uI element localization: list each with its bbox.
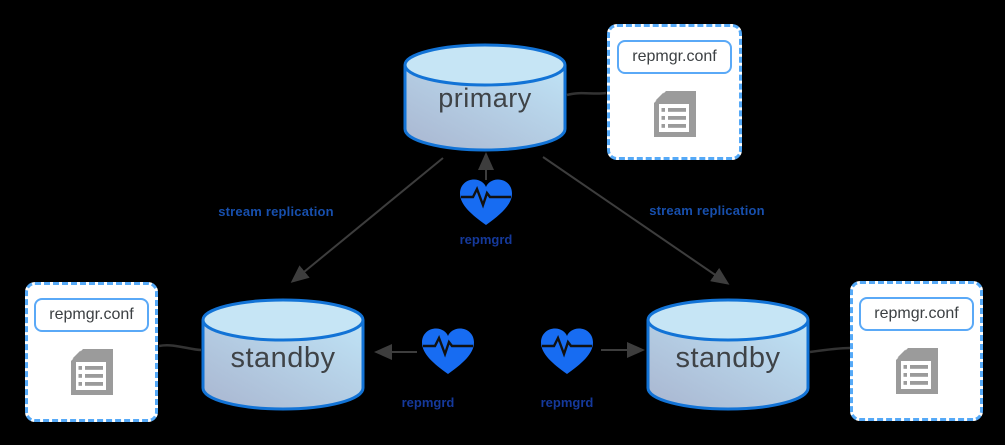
primary-db-node: primary	[403, 43, 567, 153]
heartbeat-heart-icon	[460, 179, 512, 225]
repmgrd-primary-label: repmgrd	[459, 232, 513, 247]
database-cylinder-icon	[403, 43, 567, 152]
repmgrd-right-label: repmgrd	[540, 395, 594, 410]
config-file-list-icon	[653, 91, 696, 137]
heartbeat-heart-icon	[541, 328, 593, 374]
connector-config-to-left-standby	[158, 344, 202, 352]
config-file-label: repmgr.conf	[859, 297, 974, 331]
standby-right-node-label: standby	[675, 342, 781, 374]
stream-replication-left-label: stream replication	[218, 204, 334, 219]
standby-left-node-label: standby	[230, 342, 336, 374]
stream-replication-right-label: stream replication	[649, 203, 765, 218]
config-file-label: repmgr.conf	[34, 298, 149, 332]
config-file-list-icon	[895, 348, 938, 394]
arrow-primary-to-right-standby	[542, 156, 730, 285]
standby-right-db-node: standby	[646, 298, 810, 412]
repmgrd-primary-daemon	[457, 178, 515, 228]
primary-node-label: primary	[438, 83, 532, 113]
standby-left-db-node: standby	[201, 298, 365, 412]
connector-primary-to-config	[566, 91, 607, 97]
database-cylinder-icon	[201, 298, 365, 411]
config-box-standby-left: repmgr.conf	[25, 282, 158, 422]
config-box-standby-right: repmgr.conf	[850, 281, 983, 421]
repmgrd-left-label: repmgrd	[401, 395, 455, 410]
connector-right-standby-to-config	[809, 346, 851, 354]
database-cylinder-icon	[646, 298, 810, 411]
config-file-label: repmgr.conf	[617, 40, 732, 74]
arrow-primary-to-left-standby	[290, 157, 444, 283]
repmgrd-left-daemon	[419, 327, 477, 377]
heartbeat-heart-icon	[422, 328, 474, 374]
config-box-primary: repmgr.conf	[607, 24, 742, 160]
repmgrd-right-daemon	[538, 327, 596, 377]
config-file-list-icon	[70, 349, 113, 395]
